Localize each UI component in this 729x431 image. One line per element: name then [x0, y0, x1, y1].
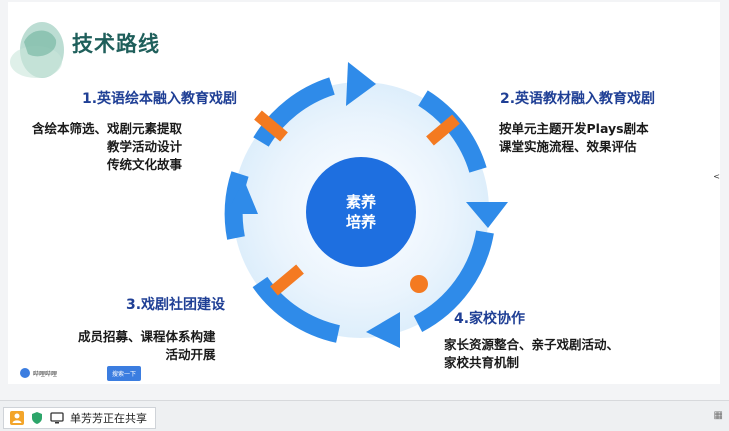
share-status-text: 单芳芳正在共享 — [70, 412, 147, 425]
user-icon[interactable] — [10, 411, 24, 425]
browser-link[interactable]: 哔哩哔哩 — [20, 368, 57, 378]
slide-title: 技术路线 — [72, 32, 160, 56]
browser-label: 哔哩哔哩 — [33, 370, 58, 378]
search-button[interactable]: 搜索一下 — [107, 365, 142, 381]
landscape-decoration-icon — [10, 22, 64, 78]
center-line-1: 素养 — [345, 193, 376, 211]
connector-1 — [254, 110, 288, 142]
step-3-title: 3.戏剧社团建设 — [126, 297, 226, 313]
slide-toolbar: 哔哩哔哩 搜索一下 — [20, 365, 142, 381]
center-core: 素养 培养 — [306, 157, 416, 267]
browser-icon — [20, 368, 30, 378]
step-4-body: 家长资源整合、亲子戏剧活动、 家校共育机制 — [444, 337, 620, 370]
screen-share-bar: 单芳芳正在共享 ▦ — [0, 400, 729, 431]
step-4-title: 4.家校协作 — [454, 311, 526, 327]
step-1-title: 1.英语绘本融入教育戏剧 — [82, 91, 238, 107]
step-3-body: 成员招募、课程体系构建 活动开展 — [78, 329, 216, 362]
step-2-body: 按单元主题开发Plays剧本 课堂实施流程、效果评估 — [499, 121, 649, 154]
connector-4 — [410, 275, 428, 293]
corner-mark: < — [713, 172, 720, 181]
connector-3 — [270, 264, 304, 296]
presentation-slide: 技术路线 素养 — [8, 2, 720, 384]
grid-icon[interactable]: ▦ — [713, 410, 723, 421]
connector-2 — [426, 114, 460, 146]
step-2-title: 2.英语教材融入教育戏剧 — [500, 91, 656, 107]
step-1-body: 含绘本筛选、戏剧元素提取 教学活动设计 传统文化故事 — [32, 121, 183, 172]
screen-icon[interactable] — [50, 411, 64, 425]
center-line-2: 培养 — [345, 213, 376, 231]
shield-icon[interactable] — [30, 411, 44, 425]
share-status-pill[interactable]: 单芳芳正在共享 — [3, 407, 156, 429]
arrow-head-icon — [346, 62, 376, 106]
cycle-diagram — [224, 62, 508, 348]
